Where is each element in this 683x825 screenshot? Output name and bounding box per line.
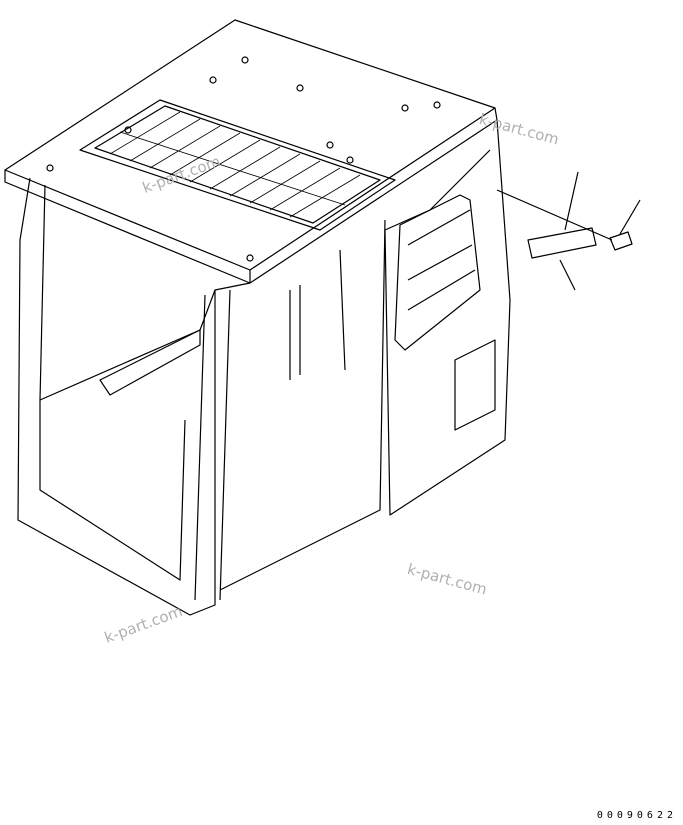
roof-grille	[94, 105, 381, 224]
drawing-number: 00090622	[596, 810, 677, 821]
door-window	[394, 194, 481, 351]
bolt-part	[609, 231, 633, 251]
plate-part	[527, 227, 597, 259]
door-panel	[454, 339, 496, 431]
cab-frame	[17, 119, 511, 616]
exploded-parts	[496, 171, 641, 291]
cab-roof	[4, 19, 498, 284]
